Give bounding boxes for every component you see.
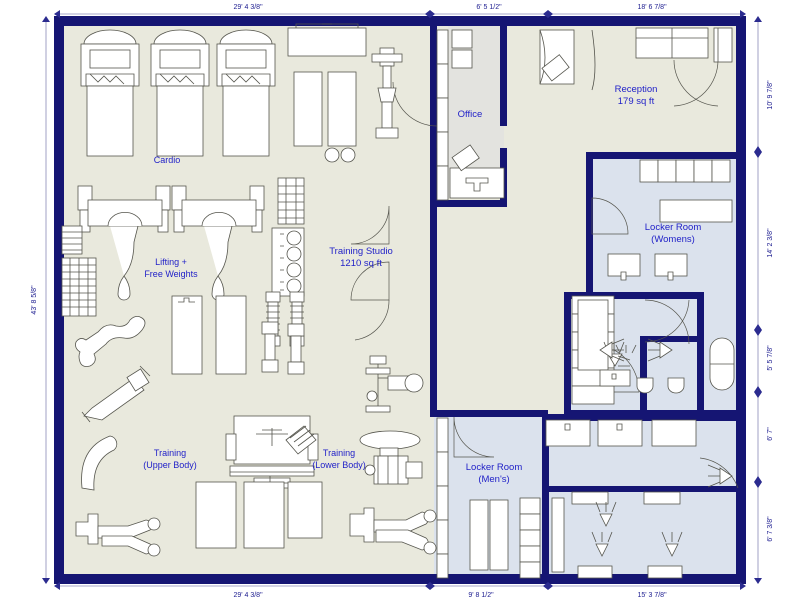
zone-labels: Cardio Lifting + Free Weights Training (… (143, 155, 366, 470)
dimension-right-0: 10' 9 7/8" (767, 80, 774, 110)
dimension-right-2: 5' 5 7/8" (767, 345, 774, 371)
equipment-mats-lower-center (195, 481, 323, 549)
locker-womens-fittings (607, 159, 733, 281)
dimension-labels-left: 43' 8 5/8" (31, 285, 38, 315)
equipment-weight-tree (271, 227, 305, 297)
equipment-curved-machine (81, 435, 118, 491)
room-label-locker-mens: Locker Room (466, 462, 523, 473)
dimension-right-4: 6' 7 3/8" (767, 516, 774, 542)
dimension-right-1: 14' 2 3/8" (767, 228, 774, 258)
dimension-bottom-1: 9' 8 1/2" (468, 592, 494, 599)
equipment-flat-benches (171, 295, 247, 375)
locker-mens-fittings (436, 417, 733, 579)
equipment-rowing-machine (75, 316, 146, 367)
corridor-shelving-left (436, 29, 449, 201)
dimension-labels-right: 10' 9 7/8" 14' 2 3/8" 5' 5 7/8" 6' 7" 6'… (767, 80, 774, 542)
dimension-ticks (42, 10, 762, 590)
equipment-dumbbell-racks (61, 177, 305, 317)
equipment-incline-bench (81, 365, 151, 423)
room-sqft-training-studio: 1210 sq ft (340, 258, 382, 269)
dimension-lines (45, 13, 759, 587)
dimension-top-1: 6' 5 1/2" (476, 4, 502, 11)
zone-label-lifting: Lifting + (155, 257, 187, 267)
exterior-walls (54, 16, 746, 584)
dimension-left-0: 43' 8 5/8" (31, 285, 38, 315)
equipment-weight-plate-stack (285, 425, 317, 455)
room-labels: Office Reception 179 sq ft Locker Room (… (329, 84, 701, 485)
dimension-top-0: 29' 4 3/8" (233, 4, 263, 11)
zone-label-cardio: Cardio (154, 155, 181, 165)
bathroom-fixtures (599, 337, 735, 394)
dimension-top-2: 18' 6 7/8" (637, 4, 667, 11)
zone-sublabel-training-lower: (Lower Body) (312, 460, 366, 470)
room-sqft-reception: 179 sq ft (618, 96, 655, 107)
equipment-benches-top (287, 23, 367, 163)
dimension-labels-bottom: 29' 4 3/8" 9' 8 1/2" 15' 3 7/8" (233, 592, 667, 599)
equipment-bench-press-stations (77, 185, 265, 301)
corridor-lockers-mid (571, 295, 615, 405)
room-label-locker-womens: Locker Room (645, 222, 702, 233)
room-sublabel-locker-mens: (Men's) (478, 474, 509, 485)
equipment-cable-machine (371, 47, 403, 139)
reception-furniture (539, 27, 733, 91)
office-furniture (449, 29, 505, 199)
equipment-leg-machine-lower-left (75, 513, 161, 557)
room-label-reception: Reception (615, 84, 658, 95)
room-sublabel-locker-womens: (Womens) (651, 234, 695, 245)
dimension-labels-top: 29' 4 3/8" 6' 5 1/2" 18' 6 7/8" (233, 4, 667, 11)
equipment-dumbbell-pair (261, 291, 305, 375)
equipment-cardio-treadmills (80, 29, 276, 157)
room-label-office: Office (458, 109, 483, 120)
equipment-leg-press (349, 507, 437, 555)
room-label-training-studio: Training Studio (329, 246, 393, 257)
zone-sublabel-training-upper: (Upper Body) (143, 460, 197, 470)
equipment-cable-tower-right (365, 355, 424, 413)
equipment-pec-deck (359, 430, 423, 485)
zone-sublabel-lifting: Free Weights (144, 269, 198, 279)
dimension-bottom-2: 15' 3 7/8" (637, 592, 667, 599)
dimension-bottom-0: 29' 4 3/8" (233, 592, 263, 599)
dimension-right-3: 6' 7" (767, 427, 774, 441)
zone-label-training-lower: Training (323, 448, 355, 458)
zone-label-training-upper: Training (154, 448, 186, 458)
